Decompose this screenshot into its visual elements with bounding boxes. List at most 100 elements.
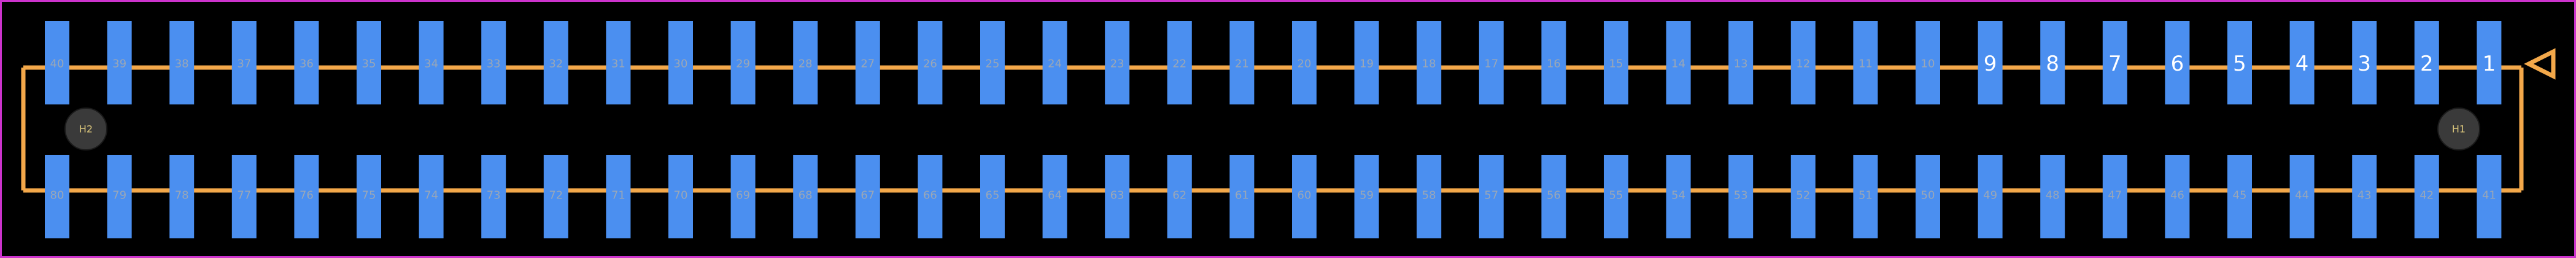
top-row-pad: [1728, 21, 1754, 104]
bottom-row-pad: [107, 155, 132, 238]
top-row-pad: [1978, 21, 2003, 104]
top-row-pad: [2289, 21, 2315, 104]
bottom-row-pad: [1978, 155, 2003, 238]
top-row-pad-number: 38: [175, 58, 189, 71]
bottom-row-pad-number: 69: [736, 189, 750, 202]
top-row-pad-number: 7: [2108, 52, 2122, 76]
top-row-pad-number: 14: [1671, 58, 1685, 71]
top-row-pad: [668, 21, 693, 104]
top-row-pad: [1042, 21, 1067, 104]
bottom-row-pad-number: 46: [2170, 189, 2184, 202]
bottom-row-pad-number: 70: [674, 189, 688, 202]
top-row-pad: [294, 21, 319, 104]
top-row-pad-number: 34: [424, 58, 438, 71]
top-row-pad: [481, 21, 506, 104]
bottom-row-pad: [357, 155, 381, 238]
top-row-pad: [2040, 21, 2065, 104]
top-row-pad: [1479, 21, 1504, 104]
bottom-row-pad: [1042, 155, 1067, 238]
top-row-pad-number: 36: [300, 58, 314, 71]
bottom-row-pad: [2040, 155, 2065, 238]
bottom-row-pad-number: 48: [2046, 189, 2060, 202]
bottom-row-pad-number: 59: [1360, 189, 1374, 202]
top-row-pad-number: 33: [487, 58, 501, 71]
bottom-row-pad: [45, 155, 69, 238]
bottom-row-pad-number: 55: [1609, 189, 1623, 202]
top-row-pad-number: 19: [1360, 58, 1374, 71]
bottom-row-pad-number: 60: [1298, 189, 1312, 202]
top-row-pad-number: 5: [2233, 52, 2246, 76]
bottom-row-pad-number: 62: [1172, 189, 1186, 202]
top-row-pad: [1105, 21, 1130, 104]
top-row-pad-number: 1: [2483, 52, 2496, 76]
top-row-pad: [419, 21, 444, 104]
top-row-pad: [543, 21, 568, 104]
top-row-pad-number: 23: [1110, 58, 1124, 71]
top-row-pad-number: 8: [2046, 52, 2059, 76]
top-row-pad-number: 4: [2296, 52, 2309, 76]
bottom-row-pad: [1417, 155, 1442, 238]
bottom-row-pad-number: 56: [1547, 189, 1561, 202]
bottom-row-pad-number: 80: [50, 189, 64, 202]
bottom-row-pad-number: 68: [799, 189, 813, 202]
bottom-row-pad-number: 79: [112, 189, 126, 202]
top-row-pad-number: 40: [50, 58, 64, 71]
top-row-pad-number: 20: [1298, 58, 1312, 71]
bottom-row-pad: [793, 155, 818, 238]
top-row-pad: [2165, 21, 2190, 104]
bottom-row-pad-number: 52: [1796, 189, 1810, 202]
bottom-row-pad: [1790, 155, 1816, 238]
bottom-row-pad: [231, 155, 257, 238]
top-row-pad: [2414, 21, 2439, 104]
bottom-row-pad-number: 47: [2108, 189, 2122, 202]
top-row-pad-number: 32: [549, 58, 563, 71]
top-row-pad-number: 3: [2357, 52, 2371, 76]
top-row-pad-number: 24: [1048, 58, 1062, 71]
top-row-pad: [793, 21, 818, 104]
top-row-pad: [2102, 21, 2127, 104]
top-row-pad: [918, 21, 943, 104]
bottom-row-pad-number: 51: [1859, 189, 1873, 202]
top-row-pad-number: 12: [1796, 58, 1810, 71]
bottom-row-pad-number: 61: [1235, 189, 1249, 202]
bottom-row-pad: [2352, 155, 2377, 238]
bottom-row-pad: [730, 155, 756, 238]
top-row-pad: [107, 21, 132, 104]
top-row-pad-number: 13: [1734, 58, 1748, 71]
top-row-pad: [1354, 21, 1379, 104]
bottom-row-pad: [1229, 155, 1255, 238]
bottom-row-pad-number: 71: [611, 189, 625, 202]
top-row-pad: [1167, 21, 1192, 104]
bottom-row-pad-number: 58: [1422, 189, 1436, 202]
bottom-row-pad: [2102, 155, 2127, 238]
top-row-pad-number: 30: [674, 58, 688, 71]
bottom-row-pad-number: 53: [1734, 189, 1748, 202]
top-row-pad: [1541, 21, 1566, 104]
bottom-row-pad-number: 41: [2482, 189, 2496, 202]
mount-hole: [2437, 108, 2480, 150]
bottom-row-pad: [606, 155, 631, 238]
bottom-row-pad: [169, 155, 195, 238]
bottom-row-pad-number: 54: [1671, 189, 1685, 202]
bottom-row-pad: [855, 155, 880, 238]
top-row-pad-number: 27: [861, 58, 875, 71]
bottom-row-pad: [1853, 155, 1878, 238]
mount-hole: [64, 108, 107, 150]
top-row-pad: [1853, 21, 1878, 104]
top-row-pad-number: 28: [799, 58, 813, 71]
top-row-pad: [357, 21, 381, 104]
top-row-pad: [606, 21, 631, 104]
top-row-pad-number: 29: [736, 58, 750, 71]
top-row-pad-number: 9: [1984, 52, 1997, 76]
bottom-row-pad-number: 42: [2419, 189, 2434, 202]
top-row-pad: [2352, 21, 2377, 104]
bottom-row-pad-number: 45: [2233, 189, 2247, 202]
top-row-pad-number: 37: [237, 58, 251, 71]
top-row-pad-number: 25: [986, 58, 1000, 71]
bottom-row-pad: [1292, 155, 1317, 238]
top-row-pad-number: 31: [611, 58, 625, 71]
bottom-row-pad-number: 67: [861, 189, 875, 202]
